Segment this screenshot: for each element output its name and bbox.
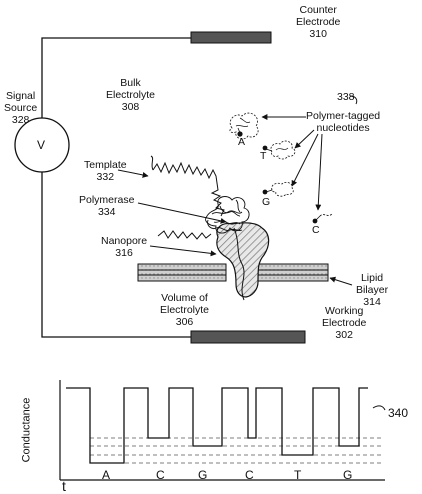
ref-338: 338 (337, 91, 355, 103)
nucleotide-label-c: C (312, 224, 320, 236)
template-label: Template 332 (84, 159, 127, 183)
trace-axes (59, 380, 385, 481)
trace-reference-lines (90, 437, 382, 464)
bulk-electrolyte-label: Bulk Electrolyte 308 (106, 77, 156, 113)
dna-strand-through-pore (233, 227, 245, 301)
nucleotide-label-g: G (262, 196, 271, 208)
lipid-bilayer (137, 263, 329, 282)
nucleotide-C (312, 213, 333, 224)
polymer-tagged-label: Polymer-tagged nucleotides (306, 110, 381, 134)
counter-electrode (190, 31, 272, 44)
trace-base-3: G (198, 468, 208, 482)
trace-base-4: C (245, 468, 254, 482)
nucleotide-A (229, 112, 259, 140)
template-strand (150, 155, 225, 240)
lipid-bilayer-label: Lipid Bilayer 314 (356, 272, 389, 308)
nucleotide-G (262, 181, 294, 197)
conductance-trace (66, 387, 368, 464)
nucleotide-label-t: T (260, 150, 267, 162)
volume-electrolyte-label: Volume of Electrolyte 306 (160, 292, 210, 328)
trace-base-6: G (343, 468, 353, 482)
working-electrode (190, 330, 306, 344)
nucleotide-label-a: A (238, 136, 246, 148)
trace-xlabel: t (62, 478, 66, 494)
circuit-wires (41, 37, 191, 338)
leader-arrows (117, 114, 353, 286)
signal-source-circle (14, 117, 70, 173)
counter-electrode-label: Counter Electrode 310 (296, 4, 341, 40)
trace-base-2: C (156, 468, 165, 482)
nucleotide-T (262, 140, 296, 160)
trace-ylabel: Conductance (20, 397, 33, 463)
ref-340-tick (372, 405, 386, 411)
trace-ref-340: 340 (388, 406, 409, 420)
polymerase-label: Polymerase 334 (79, 194, 135, 218)
voltage-symbol: V (37, 138, 46, 152)
signal-source-label: Signal Source 328 (4, 90, 38, 126)
working-electrode-label: Working Electrode 302 (322, 305, 367, 341)
ref-338-tick (349, 95, 358, 105)
nanopore-label: Nanopore 316 (101, 235, 148, 259)
trace-base-5: T (294, 468, 302, 482)
trace-base-1: A (102, 468, 111, 482)
